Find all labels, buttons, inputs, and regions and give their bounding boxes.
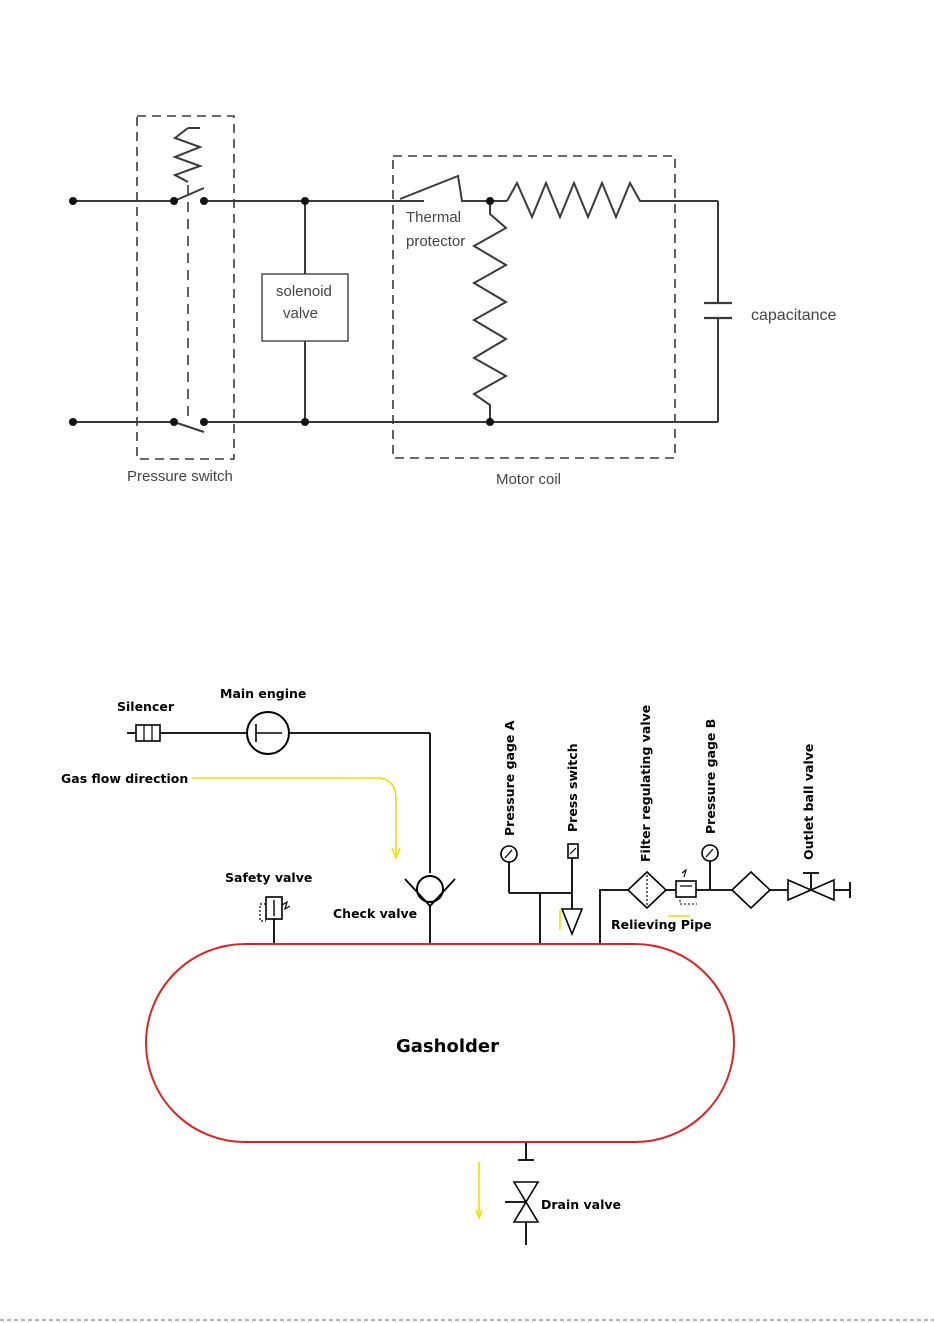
- pneumatic-system: [127, 712, 850, 1245]
- filter-regulating-valve-icon: [628, 872, 666, 908]
- relieving-pipe-label: Relieving Pipe: [611, 917, 712, 932]
- pressure-gage-b-label: Pressure gage B: [703, 719, 718, 834]
- regulator-icon: [676, 881, 696, 897]
- check-valve-ball-icon: [417, 876, 443, 902]
- check-valve-label: Check valve: [333, 906, 417, 921]
- drain-valve-label: Drain valve: [541, 1197, 621, 1212]
- outlet-ball-valve-label: Outlet ball valve: [801, 744, 816, 860]
- pressure-gage-a-label: Pressure gage A: [502, 720, 517, 836]
- pressure-switch-box: [137, 116, 234, 459]
- motor-coil-label: Motor coil: [496, 471, 561, 488]
- gas-flow-arrows: [192, 778, 690, 1218]
- solenoid-label-line1: solenoid: [276, 283, 332, 300]
- filter-valve-label: Filter regulating valve: [638, 705, 653, 862]
- second-filter-icon: [732, 872, 770, 908]
- outlet-ball-valve-icon: [788, 880, 811, 900]
- press-switch-triangle-icon: [562, 909, 582, 934]
- safety-valve-label: Safety valve: [225, 870, 312, 885]
- thermal-label-line1: Thermal: [406, 209, 461, 226]
- electrical-circuit: [73, 116, 732, 459]
- capacitance-label: capacitance: [751, 307, 836, 324]
- silencer-label: Silencer: [117, 699, 175, 714]
- thermal-protector-contact: [400, 176, 490, 201]
- silencer-icon: [136, 725, 160, 741]
- pressure-switch-spring-icon: [175, 128, 200, 182]
- main-engine-label: Main engine: [220, 686, 306, 701]
- gas-flow-label: Gas flow direction: [61, 771, 188, 786]
- winding-resistor-vertical-icon: [474, 201, 506, 422]
- solenoid-label-line2: valve: [283, 305, 318, 322]
- switch-contact-bottom: [174, 422, 204, 432]
- gas-flow-arrow-main: [192, 778, 396, 855]
- thermal-label-line2: protector: [406, 233, 465, 250]
- press-switch-label: Press switch: [565, 743, 580, 832]
- gasholder-label: Gasholder: [396, 1036, 499, 1057]
- switch-contact-top: [174, 188, 204, 201]
- motor-coil-box: [393, 156, 675, 458]
- drain-valve-icon: [514, 1182, 538, 1202]
- pressure-switch-label: Pressure switch: [127, 468, 233, 485]
- winding-resistor-horizontal-icon: [507, 183, 718, 217]
